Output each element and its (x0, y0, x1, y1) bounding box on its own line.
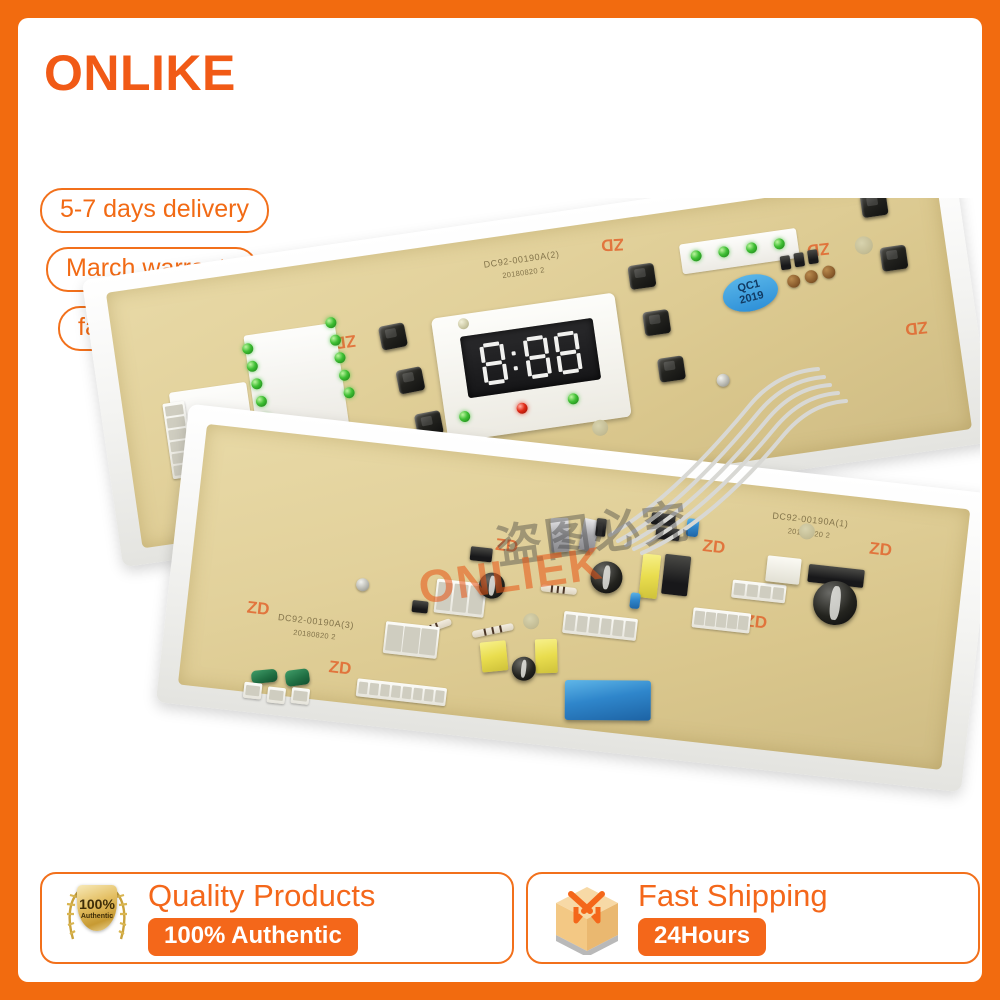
transistor (779, 255, 792, 271)
indicator-led (342, 386, 356, 399)
authentic-shield-icon: 100% Authentic (60, 881, 134, 955)
wire-connector (731, 579, 787, 604)
board-part-number-lower-left: DC92-00190A(3) 20180820 2 (277, 612, 355, 642)
indicator-led (324, 316, 338, 329)
shield-percent-label: 100% (79, 895, 115, 912)
indicator-led (458, 410, 471, 423)
transistor (806, 249, 819, 265)
hours-pill: 24Hours (638, 917, 767, 956)
terminal-block (242, 681, 263, 700)
display-digit-1 (478, 341, 509, 386)
electrolytic-capacitor (588, 559, 625, 596)
ink-stamp-zd: ZD (245, 597, 271, 619)
shipping-box-icon (550, 881, 624, 957)
diode (411, 599, 429, 614)
terminal-block (266, 686, 287, 705)
power-connector (382, 621, 440, 659)
ink-stamp-zd: ZD (904, 317, 929, 339)
display-colon (510, 350, 520, 371)
x-capacitor-blue (564, 679, 651, 721)
pcb-board-lower: DC92-00190A(1) 20180820 2 DC92-00190A(3)… (155, 403, 980, 793)
mounting-screw (355, 577, 370, 592)
laurel-right-icon (114, 890, 128, 940)
quality-products-panel: 100% Authentic Quality Products 100% Aut… (40, 872, 514, 964)
capacitor (786, 273, 802, 289)
tactile-button (879, 244, 909, 272)
indicator-led (338, 369, 351, 382)
resistor (471, 622, 515, 639)
varistor (284, 668, 311, 688)
transistor (793, 252, 806, 268)
wire-connector (355, 678, 448, 707)
quality-products-title: Quality Products (148, 878, 376, 914)
integrated-circuit (469, 546, 494, 563)
laurel-left-icon (66, 890, 80, 940)
capacitor (803, 269, 819, 285)
resistor (540, 584, 578, 596)
heatsink (550, 517, 570, 553)
wire-connector (691, 607, 752, 634)
fast-shipping-title: Fast Shipping (638, 878, 828, 914)
indicator-led (333, 351, 347, 364)
indicator-led (567, 392, 580, 406)
terminal-block (290, 687, 311, 705)
ink-stamp-zd: ZD (494, 534, 520, 557)
solder-pad (853, 235, 875, 256)
film-capacitor (479, 640, 509, 673)
feature-badge-delivery: 5-7 days delivery (40, 188, 269, 233)
shield-authentic-label: Authentic (80, 912, 114, 920)
brand-logo: ONLIKE (44, 45, 236, 101)
shield-body: 100% Authentic (77, 885, 117, 931)
authentic-pill: 100% Authentic (148, 917, 358, 956)
wire-harness (608, 367, 848, 555)
indicator-led (457, 317, 470, 330)
ceramic-capacitor (629, 592, 641, 610)
film-capacitor (534, 638, 558, 674)
tactile-button (642, 308, 672, 337)
wire-connector (562, 610, 639, 642)
electrolytic-capacitor (510, 655, 538, 682)
ink-stamp-zd: ZD (327, 657, 353, 679)
display-digit-3 (553, 330, 583, 375)
solder-pad (522, 612, 540, 631)
fast-shipping-panel: Fast Shipping 24Hours (526, 872, 980, 964)
trust-banner: 100% Authentic Quality Products 100% Aut… (40, 872, 980, 964)
ink-stamp-zd: ZD (868, 538, 893, 560)
display-digit-2 (522, 335, 552, 380)
board-part-number-upper: DC92-00190A(2) 20180820 2 (483, 248, 561, 281)
ink-stamp-zd: ZD (600, 234, 625, 255)
qc-sticker: QC1 2019 (718, 268, 783, 318)
seven-segment-display (459, 317, 602, 399)
page-canvas: ONLIKE 5-7 days delivery March warranty … (18, 18, 982, 982)
power-led-red (515, 402, 529, 415)
board-substrate-lower: DC92-00190A(1) 20180820 2 DC92-00190A(3)… (177, 423, 971, 770)
varistor (250, 668, 278, 685)
tactile-button (377, 322, 409, 351)
tactile-button (627, 262, 657, 291)
tactile-button (859, 198, 889, 219)
product-photo: DC92-00190A(2) 20180820 2 ZD ZD ZD ZD ZD (40, 198, 980, 858)
tactile-button (395, 366, 426, 395)
capacitor (821, 264, 837, 280)
